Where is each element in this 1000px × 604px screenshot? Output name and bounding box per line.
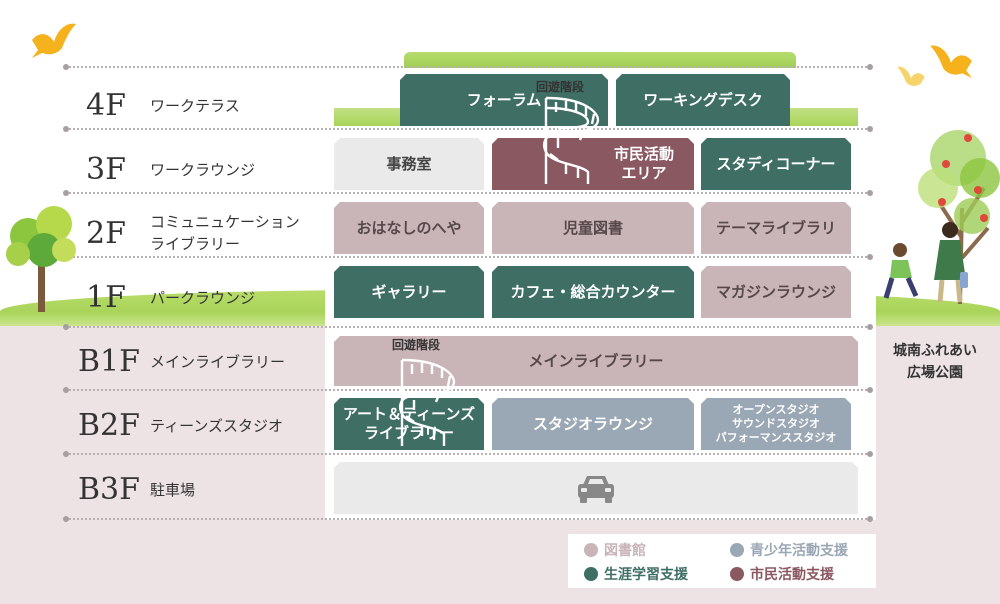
room-label: ワーキングデスク: [643, 90, 763, 109]
spiral-staircase-lower-icon: [399, 358, 456, 446]
room-label-line2: サウンドスタジオ: [732, 417, 820, 430]
floor-name-b2f: ティーンズスタジオ: [150, 417, 284, 435]
room-working-desk[interactable]: ワーキングデスク: [616, 74, 790, 126]
legend-dot: [730, 543, 744, 557]
spiral-staircase-upper-icon: [543, 96, 600, 184]
child-figure-icon: [883, 243, 919, 299]
stair-label-upper: 回遊階段: [536, 80, 585, 94]
room-theme-library[interactable]: テーマライブラリ: [701, 202, 851, 254]
floor-divider: [63, 190, 873, 196]
room-label: ギャラリー: [371, 282, 447, 301]
room-office[interactable]: 事務室: [334, 138, 484, 190]
room-parking[interactable]: [334, 462, 858, 514]
floor-divider: [63, 254, 873, 260]
floor-number-2f: 2F: [86, 216, 126, 251]
roof-grass: [404, 52, 796, 68]
floor-number-b1f: B1F: [78, 344, 140, 379]
park-label-line2: 広場公園: [907, 365, 963, 381]
room-label-line1: 市民活動: [613, 145, 674, 163]
floor-name-3f: ワークラウンジ: [150, 161, 256, 179]
legend-item-youth: 青少年活動支援: [730, 540, 848, 560]
floor-name-b3f: 駐車場: [150, 481, 196, 499]
floor-name-1f: パークラウンジ: [150, 289, 256, 307]
floor-divider: [63, 324, 873, 330]
legend-dot: [584, 567, 598, 581]
room-label-line3: パフォーマンススタジオ: [715, 431, 837, 444]
floor-divider: [63, 64, 873, 70]
room-art-teens-library[interactable]: アート＆ティーンズライブラリー: [334, 398, 484, 450]
floor-name-4f: ワークテラス: [150, 97, 240, 115]
legend-label: 市民活動支援: [750, 567, 834, 583]
room-studios[interactable]: オープンスタジオサウンドスタジオパフォーマンススタジオ: [701, 398, 851, 450]
floor-number-1f: 1F: [86, 280, 126, 315]
floor-name-b1f: メインライブラリー: [150, 353, 286, 371]
room-civic-area[interactable]: 市民活動エリア: [492, 138, 694, 190]
floor-number-4f: 4F: [86, 88, 126, 123]
legend: 図書館 青少年活動支援 生涯学習支援 市民活動支援: [568, 534, 876, 588]
room-studio-lounge[interactable]: スタジオラウンジ: [492, 398, 694, 450]
floor-number-b3f: B3F: [78, 472, 140, 507]
legend-item-lifelong: 生涯学習支援: [584, 564, 688, 584]
room-ohanashi[interactable]: おはなしのへや: [334, 202, 484, 254]
park-label-line1: 城南ふれあい: [893, 343, 977, 359]
room-label: マガジンラウンジ: [715, 282, 836, 301]
floor-number-3f: 3F: [86, 152, 126, 187]
car-icon: [576, 472, 616, 504]
room-label: カフェ・総合カウンター: [510, 282, 676, 301]
legend-dot: [730, 567, 744, 581]
floor-name-2f-line1: コミュニュケーション: [150, 213, 300, 231]
legend-dot: [584, 543, 598, 557]
room-label: おはなしのへや: [356, 218, 462, 237]
legend-label: 生涯学習支援: [604, 567, 688, 583]
tree-icon: [6, 206, 76, 312]
room-label: スタディコーナー: [716, 154, 836, 173]
legend-item-library: 図書館: [584, 540, 646, 560]
room-label-line1: オープンスタジオ: [732, 403, 820, 416]
room-label: テーマライブラリ: [715, 218, 836, 237]
apple-tree-icon: [918, 130, 1000, 305]
room-label: オープンスタジオサウンドスタジオパフォーマンススタジオ: [716, 403, 837, 445]
room-gallery[interactable]: ギャラリー: [334, 266, 484, 318]
floor-name-2f-line2: ライブラリー: [150, 235, 241, 253]
terrace-grass-left: [334, 108, 404, 126]
bird-icon: [32, 23, 76, 58]
bird-icon: [897, 66, 925, 86]
woman-figure-icon: [934, 222, 968, 303]
floor-divider: [63, 516, 873, 522]
room-label: スタジオラウンジ: [532, 414, 653, 433]
stair-label-lower: 回遊階段: [392, 338, 441, 352]
bird-icon: [930, 45, 972, 79]
floor-divider: [63, 451, 873, 457]
room-label: 事務室: [386, 154, 432, 173]
floor-number-b2f: B2F: [78, 408, 140, 443]
legend-label: 青少年活動支援: [750, 543, 848, 559]
floor-divider: [63, 387, 873, 393]
room-label: 児童図書: [562, 218, 623, 237]
floor-divider: [63, 126, 873, 132]
legend-label: 図書館: [604, 543, 646, 559]
room-magazine-lounge[interactable]: マガジンラウンジ: [701, 266, 851, 318]
room-children-books[interactable]: 児童図書: [492, 202, 694, 254]
room-label: フォーラム: [466, 90, 542, 109]
terrace-grass-right: [790, 108, 858, 126]
park-label: 城南ふれあい 広場公園: [885, 340, 985, 384]
legend-item-civic: 市民活動支援: [730, 564, 834, 584]
room-label: メインライブラリー: [528, 351, 664, 370]
room-cafe-counter[interactable]: カフェ・総合カウンター: [492, 266, 694, 318]
room-label-line2: エリア: [621, 164, 667, 182]
room-label-line1: アート＆ティーンズ: [342, 405, 476, 423]
room-label: 市民活動エリア: [614, 145, 674, 183]
room-study-corner[interactable]: スタディコーナー: [701, 138, 851, 190]
